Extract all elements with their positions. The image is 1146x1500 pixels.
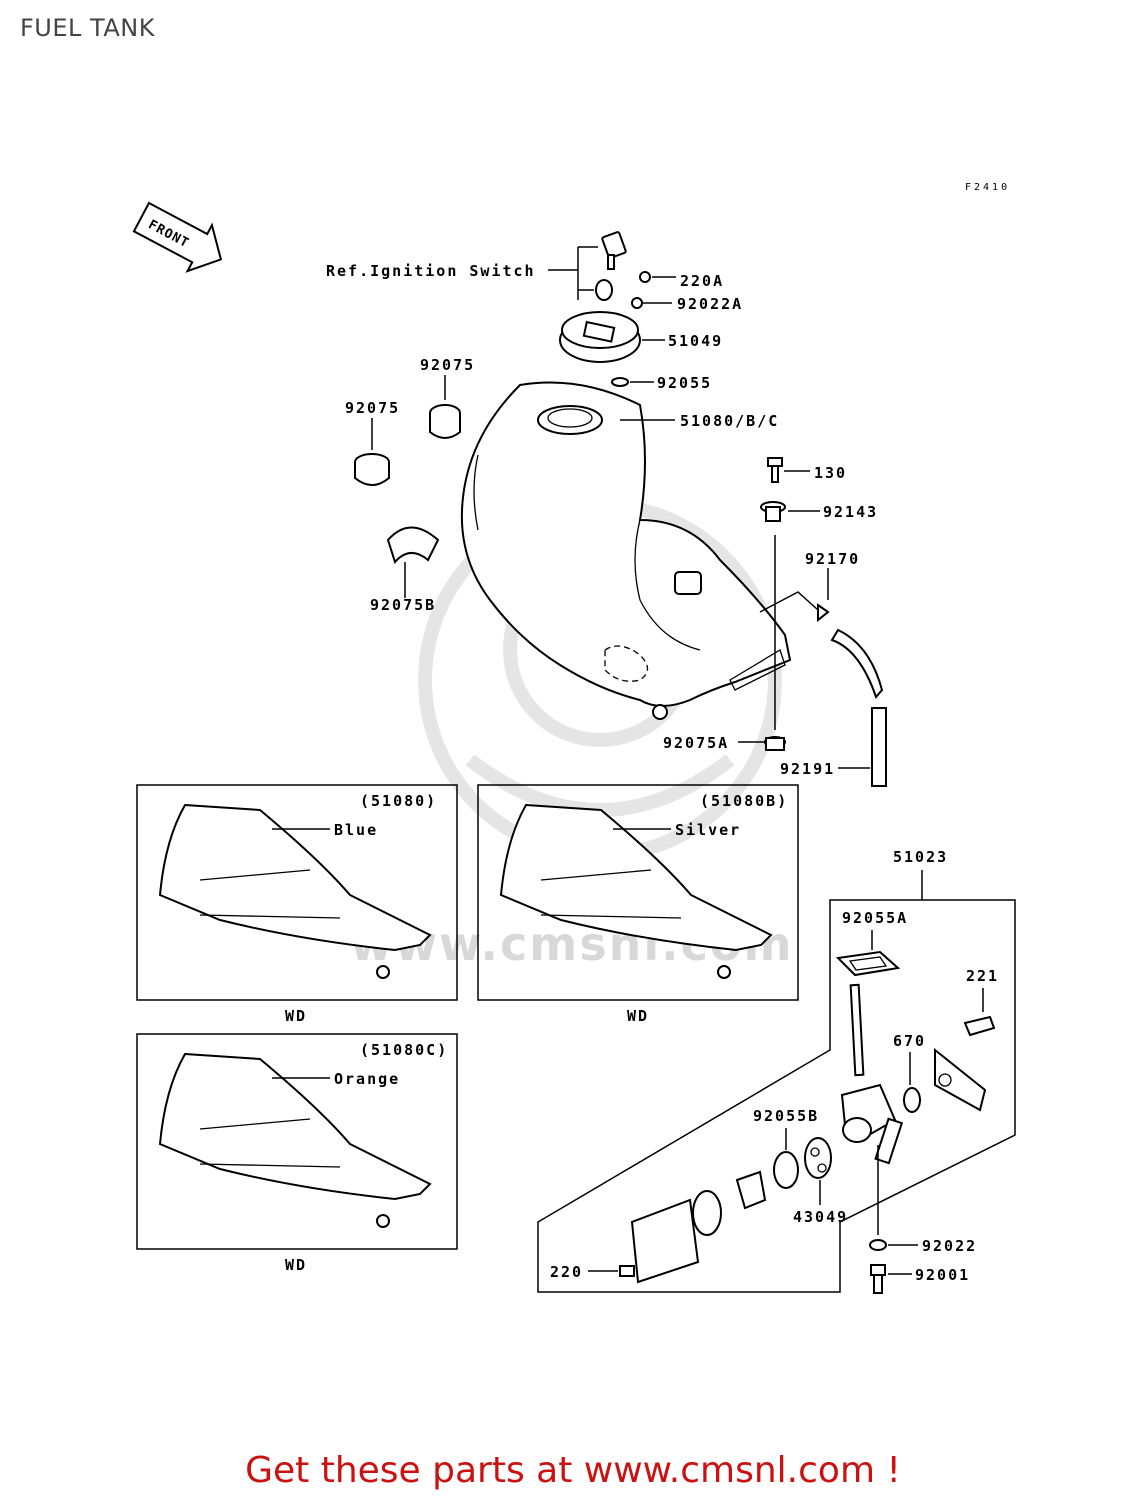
gasket-92055A [835,950,901,977]
bolt-92001 [870,1264,886,1294]
bolt-130 [767,457,783,483]
callout-92143: 92143 [823,503,878,521]
variant-51080-part: (51080) [360,792,437,810]
plate-43049 [804,1137,832,1179]
damper-92075-b [354,453,390,486]
variant-51080B-part: (51080B) [700,792,788,810]
front-arrow-icon: FRONT [132,201,223,273]
screw-221 [963,1015,996,1037]
hose-92191 [830,628,887,787]
page-title: FUEL TANK [20,14,155,42]
o-ring-670 [903,1087,921,1113]
callout-51049: 51049 [668,332,723,350]
callout-92075A: 92075A [663,734,729,752]
fuel-cock-body [840,983,904,1165]
cock-plate [630,1198,700,1284]
variant-51080-color: Blue [334,821,378,839]
fuel-cap [559,311,641,363]
grommet-92075A [764,736,786,751]
key-icon [595,231,627,301]
callout-43049: 43049 [793,1208,848,1226]
callout-220: 220 [550,1263,583,1281]
variant-box-51080B: (51080B) Silver WD [477,784,799,1025]
screw-220 [619,1265,635,1277]
callout-92022: 92022 [922,1237,977,1255]
callout-92191: 92191 [780,760,835,778]
fuel-cock-assembly-outline [537,899,1016,1293]
callout-670: 670 [893,1032,926,1050]
parts-diagram: www.cmsnl.com F2410 FRONT Ref.Ignition S… [132,182,1016,1294]
callout-130: 130 [814,464,847,482]
callout-51080BC: 51080/B/C [680,412,779,430]
lever [735,1170,767,1210]
callout-92055B: 92055B [753,1107,819,1125]
callout-92075-a: 92075 [420,356,475,374]
o-ring-92055B [773,1151,799,1189]
callout-ref-ignition: Ref.Ignition Switch [326,262,536,280]
callout-92170: 92170 [805,550,860,568]
fuel-tank [460,381,792,720]
shop-link[interactable]: Get these parts at www.cmsnl.com ! [245,1450,901,1491]
cover-plate [934,1047,987,1112]
variant-51080C-market: WD [285,1256,307,1274]
variant-51080C-part: (51080C) [360,1041,448,1059]
figure-code: F2410 [965,182,1010,193]
variant-box-51080C: (51080C) Orange WD [136,1033,458,1274]
callout-92075B: 92075B [370,596,436,614]
variant-box-51080: (51080) Blue WD [136,784,458,1025]
callout-92022A: 92022A [677,295,743,313]
variant-51080B-color: Silver [675,821,741,839]
collar-92143 [760,501,786,522]
callout-220A: 220A [680,272,724,290]
seal-ring [692,1190,722,1236]
damper-92075-a [429,404,461,439]
clamp-92170 [817,603,830,623]
variant-51080-market: WD [285,1007,307,1025]
washer-92022 [869,1239,887,1251]
callout-92055: 92055 [657,374,712,392]
callout-92075-b: 92075 [345,399,400,417]
callout-221: 221 [966,967,999,985]
variant-51080B-market: WD [627,1007,649,1025]
callout-92001: 92001 [915,1266,970,1284]
callout-51023: 51023 [893,848,948,866]
callout-92055A: 92055A [842,909,908,927]
variant-51080C-color: Orange [334,1070,400,1088]
damper-92075B [386,526,440,564]
